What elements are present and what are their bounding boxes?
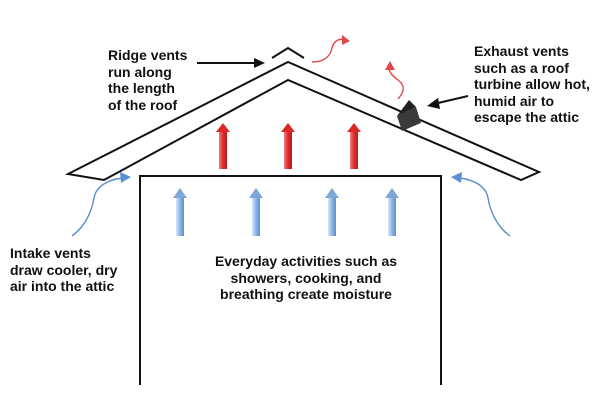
hot-air-arrow-icon (347, 123, 361, 169)
ridge-vents-line: the length (108, 80, 175, 96)
ridge-vents-line: run along (108, 63, 172, 80)
cool-air-arrow-icon (385, 188, 399, 236)
house-walls (139, 175, 442, 385)
hot-air-arrow-icon (281, 123, 295, 169)
ridge-vents-line: Ridge vents (108, 47, 188, 63)
ridge-vents-line: of the roof (108, 96, 178, 113)
everyday-activities-label: Everyday activities such as showers, coo… (176, 253, 436, 303)
hot-air-exit-turbine-icon (385, 61, 404, 100)
everyday-activities-line: breathing create moisture (220, 286, 392, 302)
ridge-vents-label: Ridge vents run along the length of the … (108, 47, 187, 113)
hot-air-exit-ridge-icon (311, 35, 350, 63)
intake-arrow-right-icon (451, 172, 511, 237)
intake-arrow-left-icon (71, 172, 131, 237)
exhaust-vents-line: Exhaust vents (474, 43, 569, 59)
roof-turbine-icon (397, 100, 421, 131)
ridge-vent-cap (271, 46, 305, 59)
intake-vents-line: draw cooler, dry (10, 261, 118, 278)
exhaust-vents-line: such as a roof (474, 59, 569, 76)
exhaust-vents-line: escape the attic (474, 109, 580, 125)
exhaust-vents-line: turbine allow hot, (474, 76, 590, 92)
roof (64, 60, 542, 182)
exhaust-pointer-arrow (427, 95, 469, 109)
ridge-pointer-arrow (197, 58, 265, 68)
intake-vents-line: air into the attic (10, 278, 115, 294)
cool-air-arrow-icon (325, 188, 339, 236)
cool-air-arrow-icon (173, 188, 187, 236)
exhaust-vents-label: Exhaust vents such as a roof turbine all… (474, 43, 590, 126)
intake-vents-label: Intake vents draw cooler, dry air into t… (10, 245, 117, 295)
exhaust-vents-line: humid air to (474, 92, 555, 109)
cool-air-arrow-icon (249, 188, 263, 236)
hot-air-arrow-icon (216, 123, 230, 169)
everyday-activities-line: showers, cooking, and (230, 269, 382, 286)
everyday-activities-line: Everyday activities such as (214, 253, 398, 269)
intake-vents-line: Intake vents (10, 245, 91, 261)
